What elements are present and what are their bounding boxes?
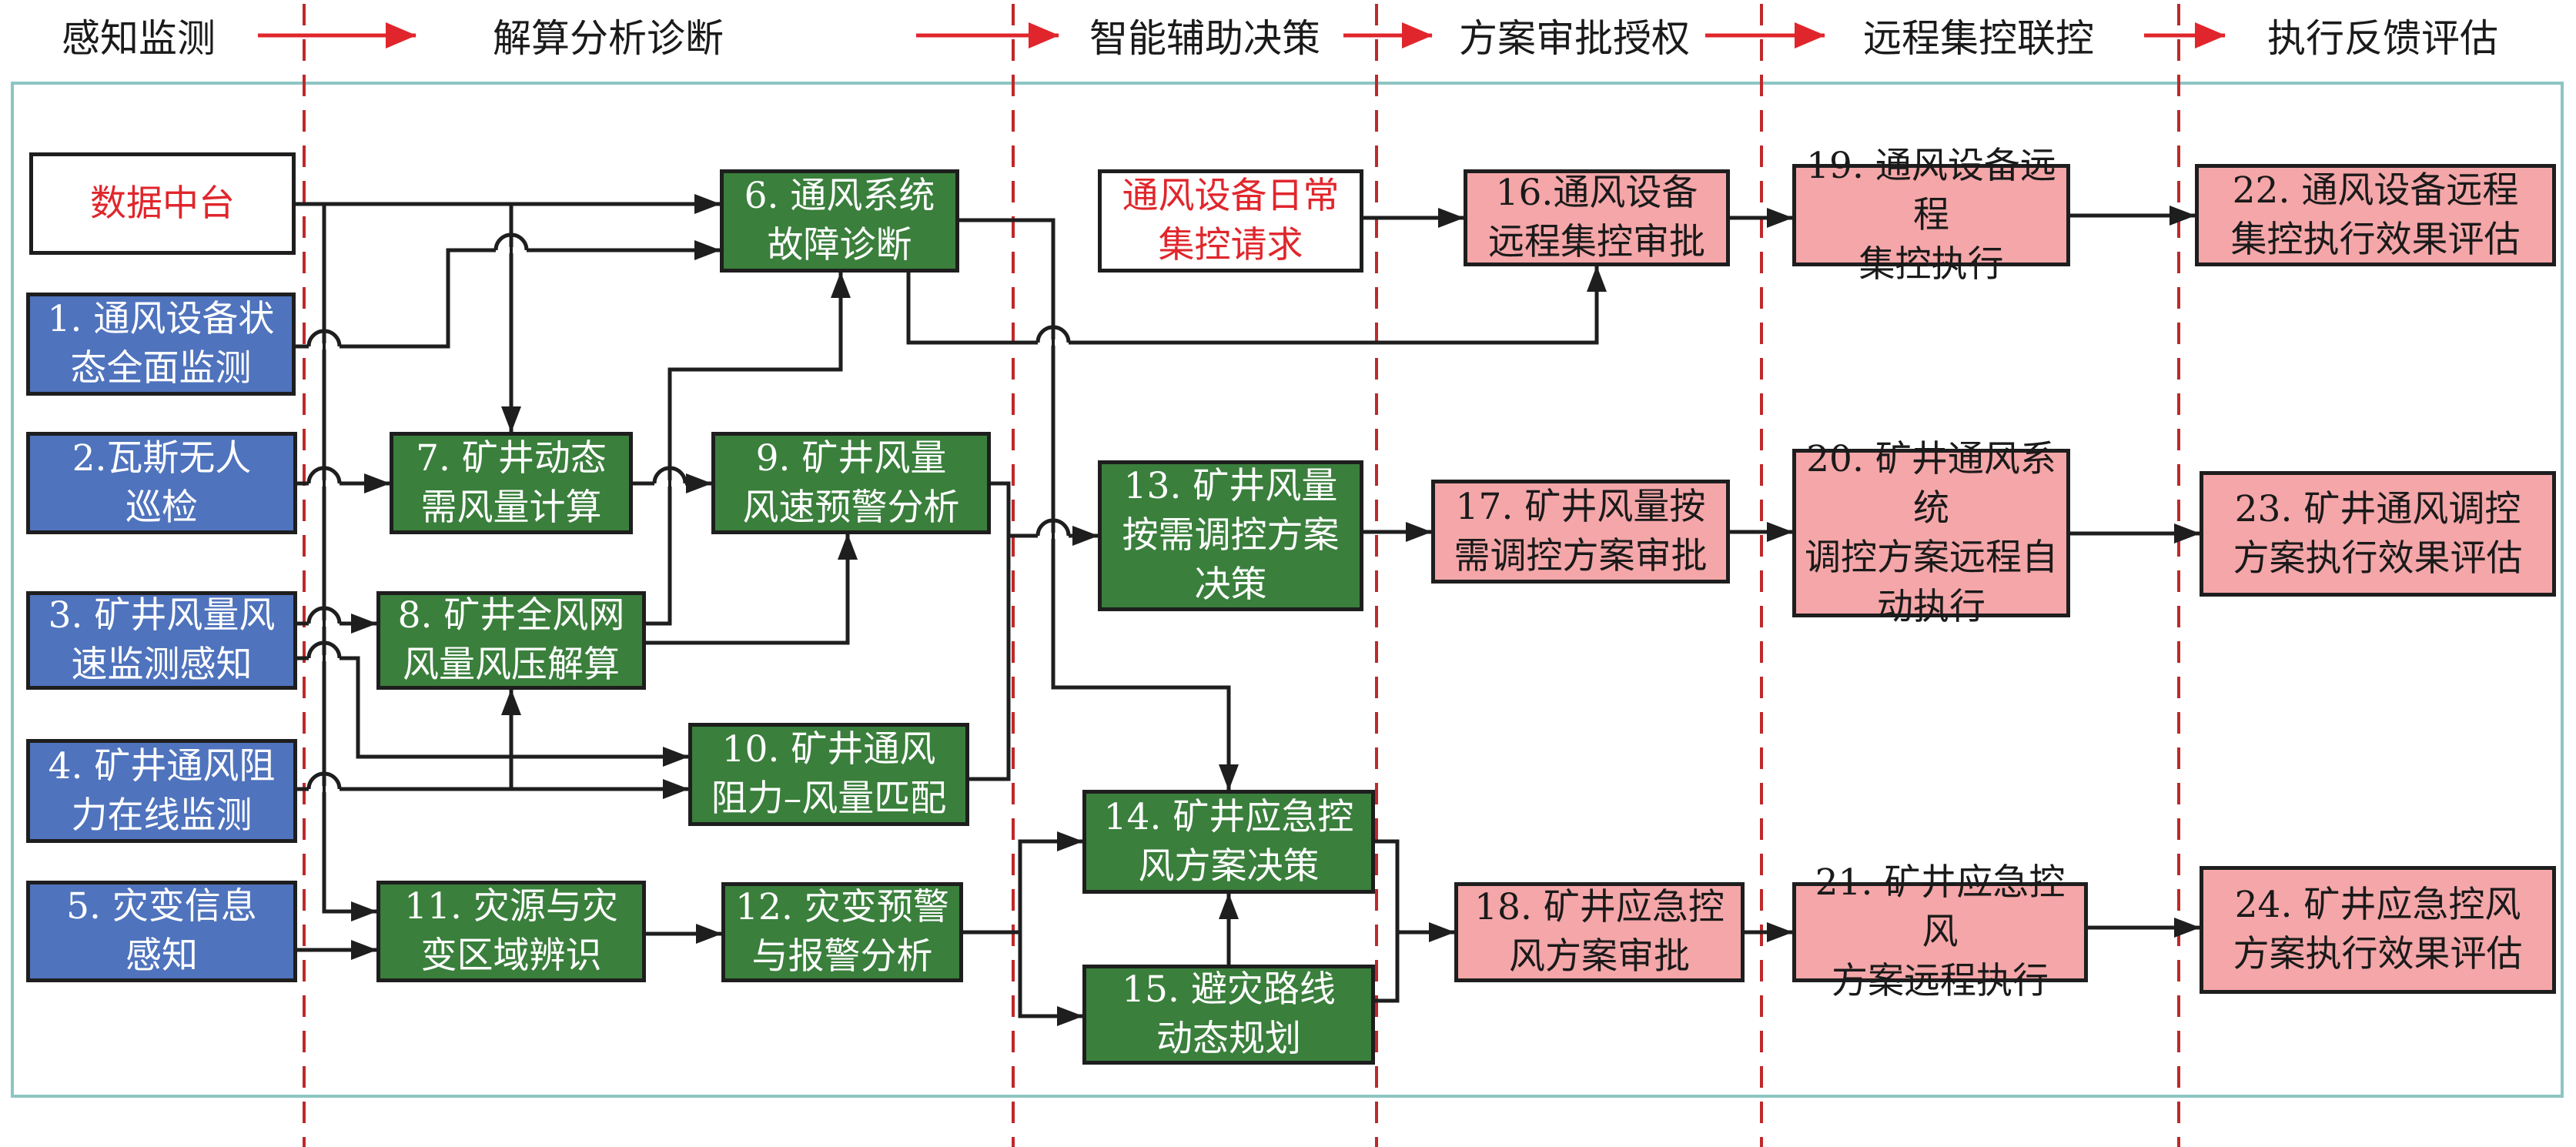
node-n14[interactable]: 14. 矿井应急控 风方案决策 — [1082, 790, 1375, 894]
node-label: 3. 矿井风量风 速监测感知 — [48, 594, 276, 686]
frame-layer — [11, 82, 2564, 1098]
line-hop-arc — [306, 606, 342, 624]
node-label: 通风设备日常 集控请求 — [1122, 175, 1340, 266]
node-n7[interactable]: 7. 矿井动态 需风量计算 — [390, 432, 633, 534]
edge-n14-to-n18 — [1375, 839, 1455, 942]
edge-n8-to-n6 — [646, 272, 851, 626]
node-label: 7. 矿井动态 需风量计算 — [416, 436, 607, 529]
node-n22[interactable]: 22. 通风设备远程 集控执行效果评估 — [2195, 164, 2556, 266]
node-label: 数据中台 — [90, 182, 235, 225]
line-hop-arc — [652, 466, 687, 484]
node-label: 23. 矿井通风调控 方案执行效果评估 — [2233, 487, 2523, 580]
node-n20[interactable]: 20. 矿井通风系统 调控方案远程自 动执行 — [1792, 438, 2070, 628]
node-label: 11. 灾源与灾 变区域辨识 — [404, 885, 618, 977]
node-n19[interactable]: 19. 通风设备远程 集控执行 — [1792, 145, 2070, 286]
line-hop-arc — [306, 640, 342, 659]
line-hop-arc — [306, 466, 342, 484]
node-n13[interactable]: 13. 矿井风量 按需调控方案 决策 — [1098, 460, 1363, 611]
node-label: 5. 灾变信息 感知 — [66, 885, 257, 977]
edge-dc-to-n11 — [322, 204, 377, 921]
edge-n15-to-n18 — [1375, 932, 1400, 1003]
edge-n6-to-n14 — [959, 218, 1239, 791]
line-hop-arc — [1035, 518, 1071, 537]
node-label: 14. 矿井应急控 风方案决策 — [1103, 795, 1354, 888]
node-label: 6. 通风系统 故障诊断 — [744, 175, 935, 266]
node-label: 19. 通风设备远程 集控执行 — [1806, 144, 2056, 286]
node-n11[interactable]: 11. 灾源与灾 变区域辨识 — [376, 881, 646, 982]
node-label: 2.瓦斯无人 巡检 — [72, 436, 252, 529]
node-n6[interactable]: 6. 通风系统 故障诊断 — [720, 169, 959, 273]
node-label: 8. 矿井全风网 风量风压解算 — [397, 594, 625, 686]
node-label: 10. 矿井通风 阻力–风量匹配 — [711, 728, 947, 820]
node-n1[interactable]: 1. 通风设备状 态全面监测 — [26, 293, 296, 396]
node-label: 18. 矿井应急控 风方案审批 — [1474, 886, 1725, 978]
node-n17[interactable]: 17. 矿井风量按 需调控方案审批 — [1431, 480, 1730, 584]
edge-n8-to-n9 — [646, 533, 858, 645]
node-label: 22. 通风设备远程 集控执行效果评估 — [2230, 169, 2521, 261]
stage-label-s5: 远程集控联控 — [1863, 16, 2094, 61]
line-hop-arc — [306, 771, 342, 790]
node-n10[interactable]: 10. 矿井通风 阻力–风量匹配 — [688, 723, 969, 826]
stage-label-s2: 解算分析诊断 — [493, 16, 724, 61]
node-n2[interactable]: 2.瓦斯无人 巡检 — [26, 432, 297, 534]
stage-label-s6: 执行反馈评估 — [2267, 16, 2498, 61]
node-label: 9. 矿井风量 风速预警分析 — [742, 436, 960, 529]
node-label: 15. 避灾路线 动态规划 — [1122, 968, 1336, 1060]
edge-n1-to-n6 — [296, 240, 721, 349]
node-n3[interactable]: 3. 矿井风量风 速监测感知 — [26, 591, 297, 690]
node-label: 20. 矿井通风系统 调控方案远程自 动执行 — [1805, 437, 2058, 628]
edge-n6-to-n16 — [906, 266, 1607, 345]
stage-label-s3: 智能辅助决策 — [1089, 16, 1320, 61]
node-label: 16.通风设备 远程集控审批 — [1488, 172, 1705, 263]
edges — [296, 194, 2200, 1026]
node-label: 4. 矿井通风阻 力在线监测 — [48, 744, 276, 837]
edge-n9-to-n13 — [991, 481, 1099, 546]
node-label: 12. 灾变预警 与报警分析 — [735, 886, 949, 978]
node-n21[interactable]: 21. 矿井应急控风 方案远程执行 — [1792, 861, 2088, 1002]
node-label: 1. 通风设备状 态全面监测 — [47, 298, 275, 390]
node-n18[interactable]: 18. 矿井应急控 风方案审批 — [1454, 882, 1745, 982]
node-n12[interactable]: 12. 灾变预警 与报警分析 — [721, 882, 963, 982]
stage-label-s1: 感知监测 — [62, 16, 216, 61]
line-hop-arc — [1035, 325, 1071, 343]
stage-dividers — [303, 4, 2180, 1147]
node-label: 13. 矿井风量 按需调控方案 决策 — [1122, 465, 1340, 606]
node-n15[interactable]: 15. 避灾路线 动态规划 — [1082, 965, 1375, 1065]
line-hop-arc — [306, 329, 342, 347]
workflow-frame — [11, 82, 2564, 1098]
node-n8[interactable]: 8. 矿井全风网 风量风压解算 — [376, 591, 646, 690]
node-label: 21. 矿井应急控风 方案远程执行 — [1815, 861, 2066, 1002]
node-n9[interactable]: 9. 矿井风量 风速预警分析 — [711, 432, 991, 534]
node-n5[interactable]: 5. 灾变信息 感知 — [26, 881, 297, 982]
node-n23[interactable]: 23. 矿井通风调控 方案执行效果评估 — [2200, 471, 2556, 597]
line-hop-arc — [493, 232, 529, 251]
node-n24[interactable]: 24. 矿井应急控风 方案执行效果评估 — [2200, 866, 2556, 994]
node-label: 17. 矿井风量按 需调控方案审批 — [1454, 485, 1708, 577]
node-req[interactable]: 通风设备日常 集控请求 — [1098, 169, 1363, 273]
node-dc[interactable]: 数据中台 — [29, 152, 296, 255]
edge-n12-to-n14 — [963, 831, 1083, 935]
edge-n12-to-n15 — [1018, 932, 1083, 1026]
node-n16[interactable]: 16.通风设备 远程集控审批 — [1464, 169, 1730, 266]
node-label: 24. 矿井应急控风 方案执行效果评估 — [2233, 884, 2523, 975]
edge-n10-to-n13 — [969, 536, 1011, 781]
node-n4[interactable]: 4. 矿井通风阻 力在线监测 — [26, 739, 297, 843]
stage-label-s4: 方案审批授权 — [1459, 16, 1690, 61]
